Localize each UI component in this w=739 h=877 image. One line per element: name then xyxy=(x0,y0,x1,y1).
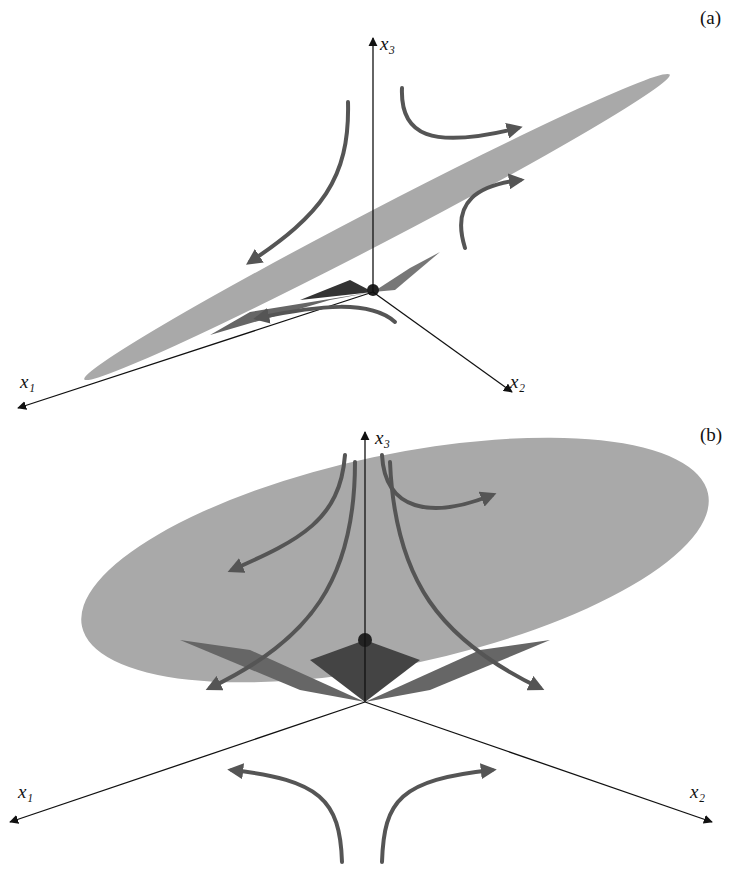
axis-label: x₃ xyxy=(375,428,390,447)
panel-label: (a) xyxy=(700,8,721,27)
axis-label: x₁ xyxy=(20,372,35,391)
axis-label: x₃ xyxy=(380,34,395,53)
axes-a xyxy=(18,38,512,408)
flow-arrows-b xyxy=(210,455,540,862)
axis-label: x₂ xyxy=(510,372,525,391)
axis-label: x₂ xyxy=(690,782,705,801)
axis-label: x₁ xyxy=(18,782,33,801)
flow-arrows-a xyxy=(250,88,520,322)
axes-b xyxy=(10,432,712,822)
disk-shape xyxy=(60,391,730,729)
panel-label: (b) xyxy=(700,425,722,444)
blade-shape xyxy=(76,60,677,395)
